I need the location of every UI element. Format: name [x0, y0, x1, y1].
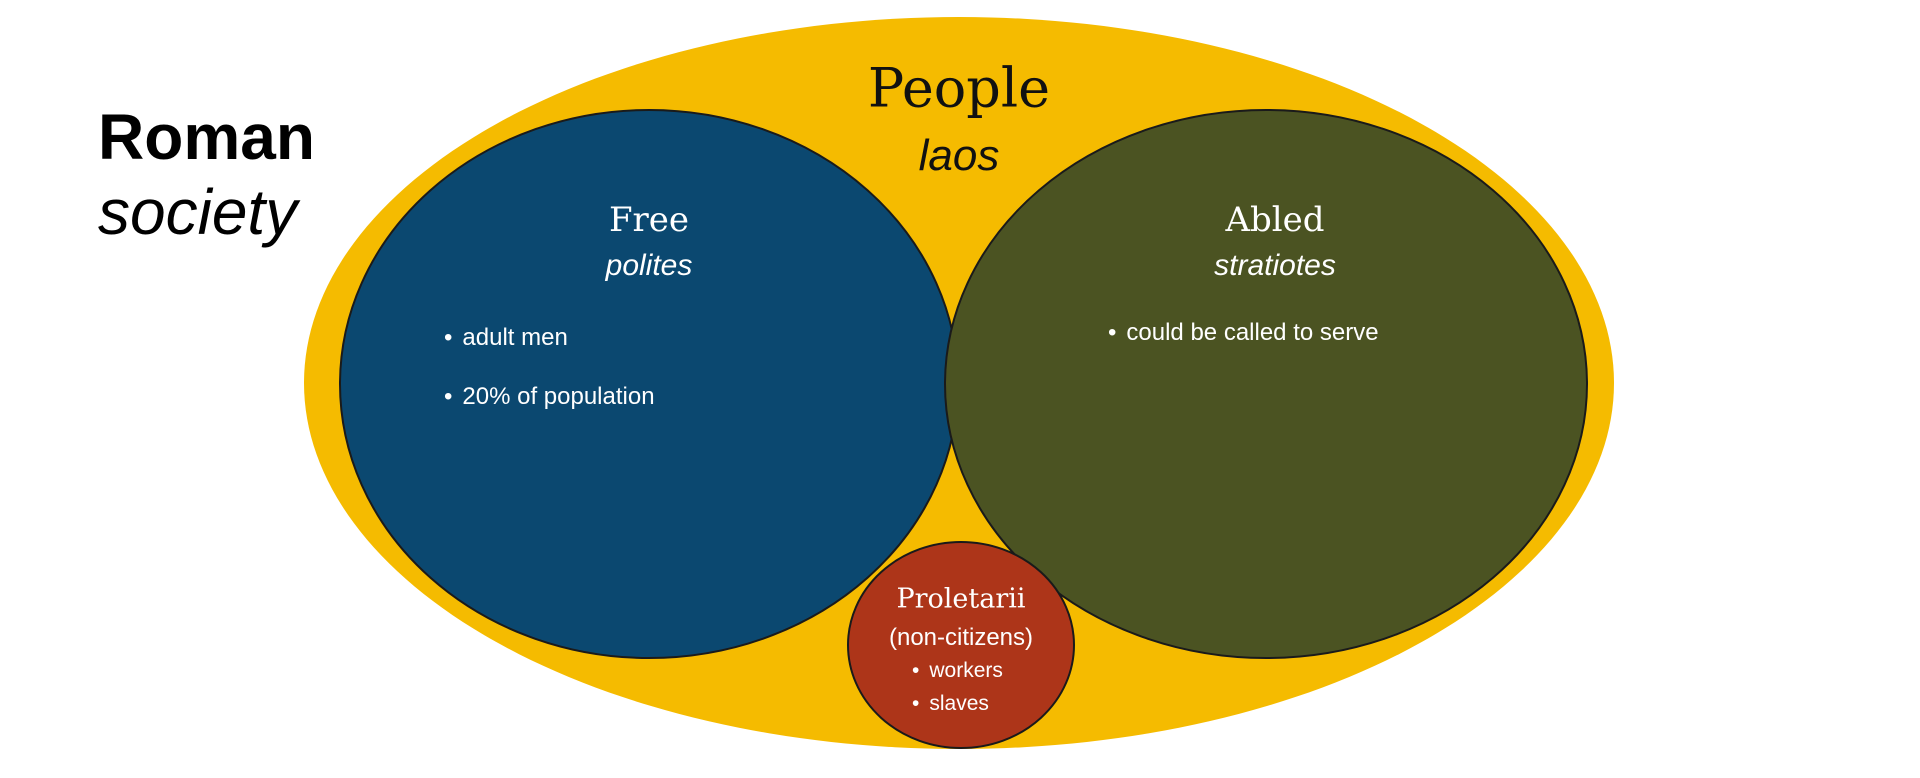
proletarii-sublabel: (non-citizens) — [888, 624, 1034, 651]
proletarii-bullet: slaves — [912, 692, 989, 716]
free-bullet: 20% of population — [444, 383, 654, 411]
free-sublabel: polites — [605, 249, 693, 282]
abled-ellipse — [944, 109, 1588, 659]
abled-sublabel: stratiotes — [1214, 249, 1336, 282]
abled-label: Abled — [1225, 200, 1325, 240]
free-bullet: adult men — [444, 324, 567, 352]
proletarii-ellipse — [847, 541, 1075, 749]
free-label: Free — [608, 200, 690, 240]
title-society: society — [98, 176, 298, 248]
proletarii-bullet: workers — [912, 659, 1003, 683]
abled-bullet: could be called to serve — [1108, 319, 1378, 347]
proletarii-label: Proletarii — [896, 583, 1026, 615]
title-roman: Roman — [98, 101, 315, 173]
people-sublabel: laos — [918, 131, 1000, 180]
people-label: People — [867, 56, 1051, 120]
